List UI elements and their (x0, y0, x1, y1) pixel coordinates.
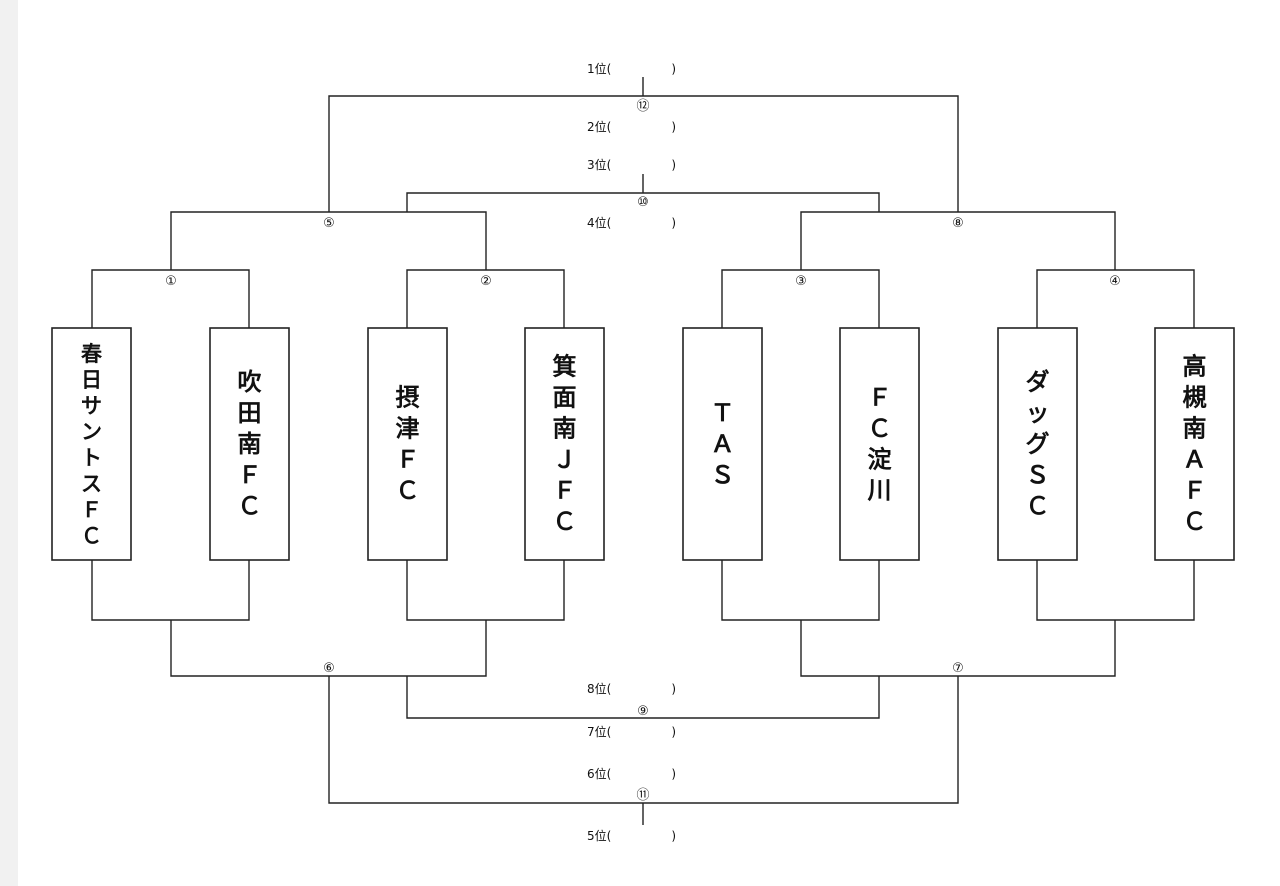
match-number-3: ③ (795, 274, 807, 289)
team-6-name-char: 淀 (868, 446, 893, 474)
team-2-name-char: 田 (238, 399, 262, 427)
team-box-6 (839, 327, 920, 561)
rank-3-label: 3位( ) (587, 157, 676, 172)
rank-7-label: 7位( ) (587, 724, 676, 739)
match-number-2: ② (480, 274, 492, 289)
team-3-name-char: Ｆ (396, 446, 420, 474)
match-number-8: ⑧ (952, 216, 964, 231)
team-1-name-char: Ｃ (81, 524, 102, 548)
rank-4-label: 4位( ) (587, 215, 676, 230)
team-2-name-char: 南 (238, 430, 262, 458)
team-5-name-char: Ｓ (711, 461, 735, 489)
team-box-4 (524, 327, 605, 561)
team-8-name-char: Ａ (1183, 446, 1207, 474)
team-6-name-char: Ｃ (868, 415, 892, 443)
match-number-9: ⑨ (637, 704, 649, 719)
team-3-name-char: 津 (396, 415, 420, 443)
bottom-pair-4-line (1036, 560, 1195, 621)
team-8-name-char: 高 (1183, 353, 1207, 381)
team-7-name-char: ダ (1026, 368, 1050, 396)
team-5-name-char: Ｔ (711, 399, 735, 427)
team-6-name-char: Ｆ (868, 384, 892, 412)
rank-6-label: 6位( ) (587, 766, 676, 781)
rank-2-label: 2位( ) (587, 119, 676, 134)
match-9-line (406, 676, 880, 719)
team-4-name-char: 箕 (553, 353, 577, 381)
team-4-name-char: 南 (553, 415, 577, 443)
match-number-1: ① (165, 274, 177, 289)
match-number-5: ⑤ (323, 216, 335, 231)
team-1-name-char: ス (81, 472, 102, 496)
top-bracket-lines (91, 77, 1195, 328)
team-1-name-char: ト (81, 446, 102, 470)
match-number-10: ⑩ (637, 195, 649, 210)
team-1-name-char: サ (81, 394, 102, 418)
team-2-name-char: Ｆ (238, 461, 262, 489)
bottom-pair-1-line (91, 560, 250, 621)
team-8-name-char: 槻 (1183, 384, 1207, 412)
team-5-name-char: Ａ (711, 430, 735, 458)
team-2-name-char: Ｃ (238, 492, 262, 520)
team-box-8 (1154, 327, 1235, 561)
bottom-pair-3-line (721, 560, 880, 621)
team-box-7 (997, 327, 1078, 561)
team-7-name-char: Ｃ (1026, 492, 1050, 520)
team-1-name-char: 春 (81, 342, 103, 366)
rank-1-label: 1位( ) (587, 61, 676, 76)
team-4-name-char: Ｊ (553, 446, 577, 474)
team-box-1 (51, 327, 132, 561)
team-7-name-char: ッ (1026, 399, 1050, 427)
team-7-name-char: グ (1026, 430, 1050, 458)
team-1-name-char: Ｆ (81, 498, 102, 522)
team-4-name-char: Ｃ (553, 508, 577, 536)
team-4-name-char: 面 (553, 384, 577, 412)
team-8-name-char: Ｃ (1183, 508, 1207, 536)
team-3-name-char: 摂 (396, 384, 420, 412)
team-box-3 (367, 327, 448, 561)
match-numbers: ① ② ③ ④ ⑤ ⑧ ⑩ ⑫ ⑥ ⑦ ⑨ ⑪ (165, 99, 1121, 803)
team-names: 春日サントスＦＣ吹田南ＦＣ摂津ＦＣ箕面南ＪＦＣＴＡＳＦＣ淀川ダッグＳＣ高槻南ＡＦ… (81, 342, 1207, 548)
team-1-name-char: 日 (81, 368, 102, 392)
team-1-name-char: ン (81, 420, 102, 444)
team-box-2 (209, 327, 290, 561)
team-4-name-char: Ｆ (553, 477, 577, 505)
rank-labels: 1位( ) 2位( ) 3位( ) 4位( ) 8位( ) 7位( ) 6位( … (587, 61, 676, 843)
team-boxes (51, 327, 1235, 561)
team-7-name-char: Ｓ (1026, 461, 1050, 489)
team-3-name-char: Ｃ (396, 477, 420, 505)
match-number-12: ⑫ (636, 99, 649, 114)
team-6-name-char: 川 (868, 477, 892, 505)
team-box-5 (682, 327, 763, 561)
match-number-7: ⑦ (952, 661, 964, 676)
rank-5-label: 5位( ) (587, 828, 676, 843)
team-8-name-char: Ｆ (1183, 477, 1207, 505)
match-number-11: ⑪ (636, 788, 649, 803)
bottom-pair-2-line (406, 560, 565, 621)
rank-8-label: 8位( ) (587, 681, 676, 696)
team-2-name-char: 吹 (238, 368, 262, 396)
match-number-6: ⑥ (323, 661, 335, 676)
bottom-bracket-lines (91, 560, 1195, 825)
bracket-svg: 春日サントスＦＣ吹田南ＦＣ摂津ＦＣ箕面南ＪＦＣＴＡＳＦＣ淀川ダッグＳＣ高槻南ＡＦ… (51, 61, 1235, 843)
team-8-name-char: 南 (1183, 415, 1207, 443)
match-number-4: ④ (1109, 274, 1121, 289)
